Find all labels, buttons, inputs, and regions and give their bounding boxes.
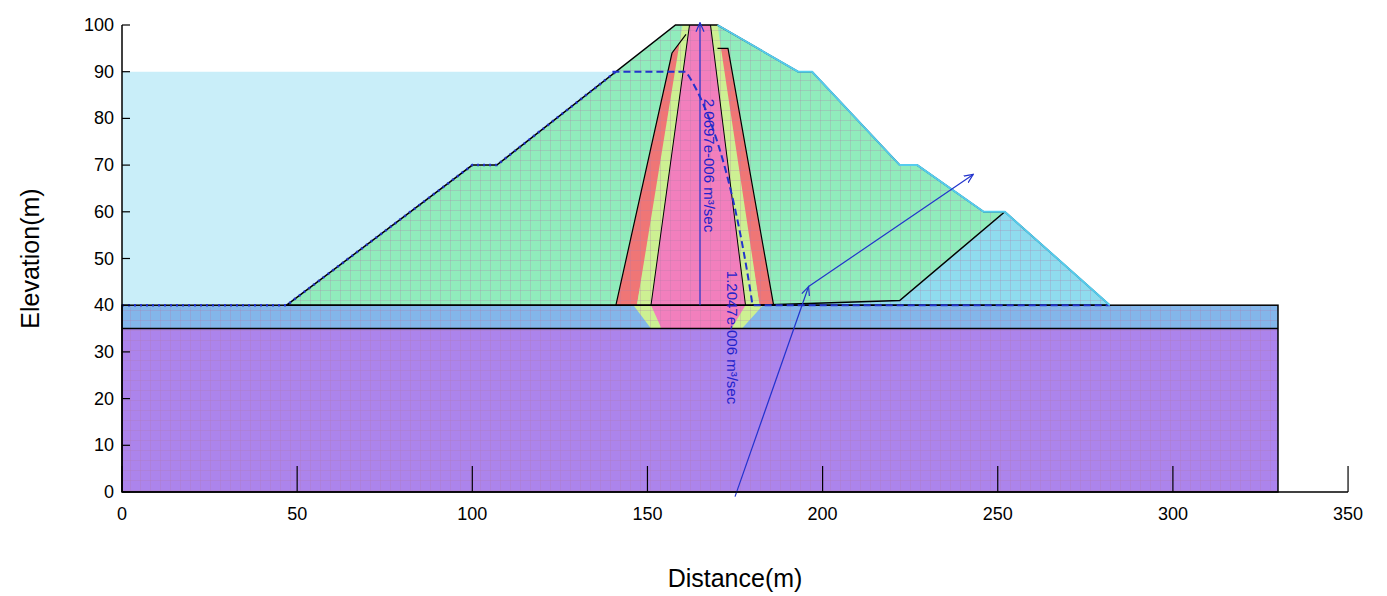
zone-boundary (616, 34, 686, 305)
x-tick (121, 466, 122, 492)
y-tick (122, 211, 130, 212)
foundation-outline (122, 305, 1278, 492)
tick-label: 0 (117, 505, 127, 523)
y-tick (122, 24, 130, 25)
tick-label: 50 (287, 505, 307, 523)
y-tick (122, 398, 130, 399)
tick-label: 10 (94, 436, 114, 454)
tick-label: 30 (94, 343, 114, 361)
head-boundary (122, 72, 616, 306)
tick-label: 150 (632, 505, 662, 523)
y-tick (122, 351, 130, 352)
flux-section (735, 287, 809, 497)
dam-shell (287, 25, 1110, 305)
flux-section (809, 174, 974, 286)
tick-label: 80 (94, 109, 114, 127)
flux-label: 2.0697e-006 m³/sec (702, 98, 717, 231)
x-tick (1172, 466, 1173, 492)
y-tick (122, 258, 130, 259)
axis-title: Elevation(m) (18, 188, 43, 328)
zone-boundary (651, 25, 690, 305)
tick-label: 200 (808, 505, 838, 523)
mesh (122, 305, 1278, 492)
tick-label: 100 (457, 505, 487, 523)
y-tick (122, 118, 130, 119)
x-tick (1347, 466, 1348, 492)
drain-boundary (753, 212, 1005, 305)
tick-label: 40 (94, 296, 114, 314)
tick-label: 250 (983, 505, 1013, 523)
tick-label: 90 (94, 63, 114, 81)
y-tick (122, 491, 130, 492)
x-tick (997, 466, 998, 492)
dam-outline (287, 25, 1110, 305)
phreatic-line (612, 72, 1109, 306)
axis-title: Distance(m) (668, 566, 803, 591)
y-tick (122, 445, 130, 446)
x-tick (472, 466, 473, 492)
layer-boundary (122, 328, 1278, 330)
tick-label: 70 (94, 156, 114, 174)
y-tick (122, 165, 130, 166)
tick-label: 20 (94, 390, 114, 408)
tick-label: 50 (94, 250, 114, 268)
tick-label: 0 (104, 483, 114, 501)
flux-label: 1.2047e-006 m³/sec (725, 271, 740, 404)
x-tick (822, 466, 823, 492)
tick-label: 60 (94, 203, 114, 221)
x-tick (647, 466, 648, 492)
y-tick (122, 71, 130, 72)
flux-section (699, 23, 700, 306)
x-tick (297, 466, 298, 492)
mesh (287, 25, 1110, 305)
tick-label: 100 (84, 16, 114, 34)
tick-label: 350 (1333, 505, 1363, 523)
seepage-face (718, 25, 1110, 305)
tick-label: 300 (1158, 505, 1188, 523)
y-tick (122, 305, 130, 306)
x-axis (122, 491, 1348, 493)
